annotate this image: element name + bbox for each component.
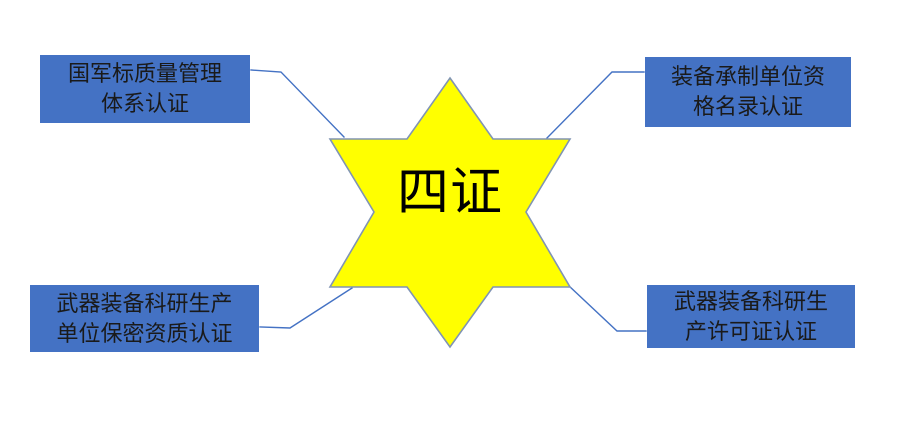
center-star-label: 四证	[396, 165, 503, 222]
node-bottom-left[interactable]: 武器装备科研生产 单位保密资质认证	[30, 285, 259, 352]
node-bottom-right[interactable]: 武器装备科研生 产许可证认证	[647, 285, 855, 348]
node-top-right-line2: 格名录认证	[692, 94, 803, 119]
node-top-left-text: 国军标质量管理 体系认证	[44, 59, 246, 119]
node-top-right[interactable]: 装备承制单位资 格名录认证	[645, 57, 851, 127]
node-top-right-text: 装备承制单位资 格名录认证	[649, 62, 847, 122]
node-bottom-left-text: 武器装备科研生产 单位保密资质认证	[34, 289, 255, 349]
node-bottom-left-line1: 武器装备科研生产	[56, 290, 233, 316]
node-bottom-right-text: 武器装备科研生 产许可证认证	[651, 287, 851, 347]
node-bottom-right-line2: 产许可证认证	[684, 318, 817, 344]
star-shape	[328, 76, 572, 349]
node-top-right-line1: 装备承制单位资	[670, 64, 825, 89]
node-top-left-line2: 体系认证	[100, 91, 189, 116]
node-bottom-left-line2: 单位保密资质认证	[56, 320, 233, 346]
node-bottom-right-line1: 武器装备科研生	[673, 288, 828, 314]
node-top-left-line1: 国军标质量管理	[67, 61, 222, 86]
node-top-left[interactable]: 国军标质量管理 体系认证	[40, 55, 250, 123]
